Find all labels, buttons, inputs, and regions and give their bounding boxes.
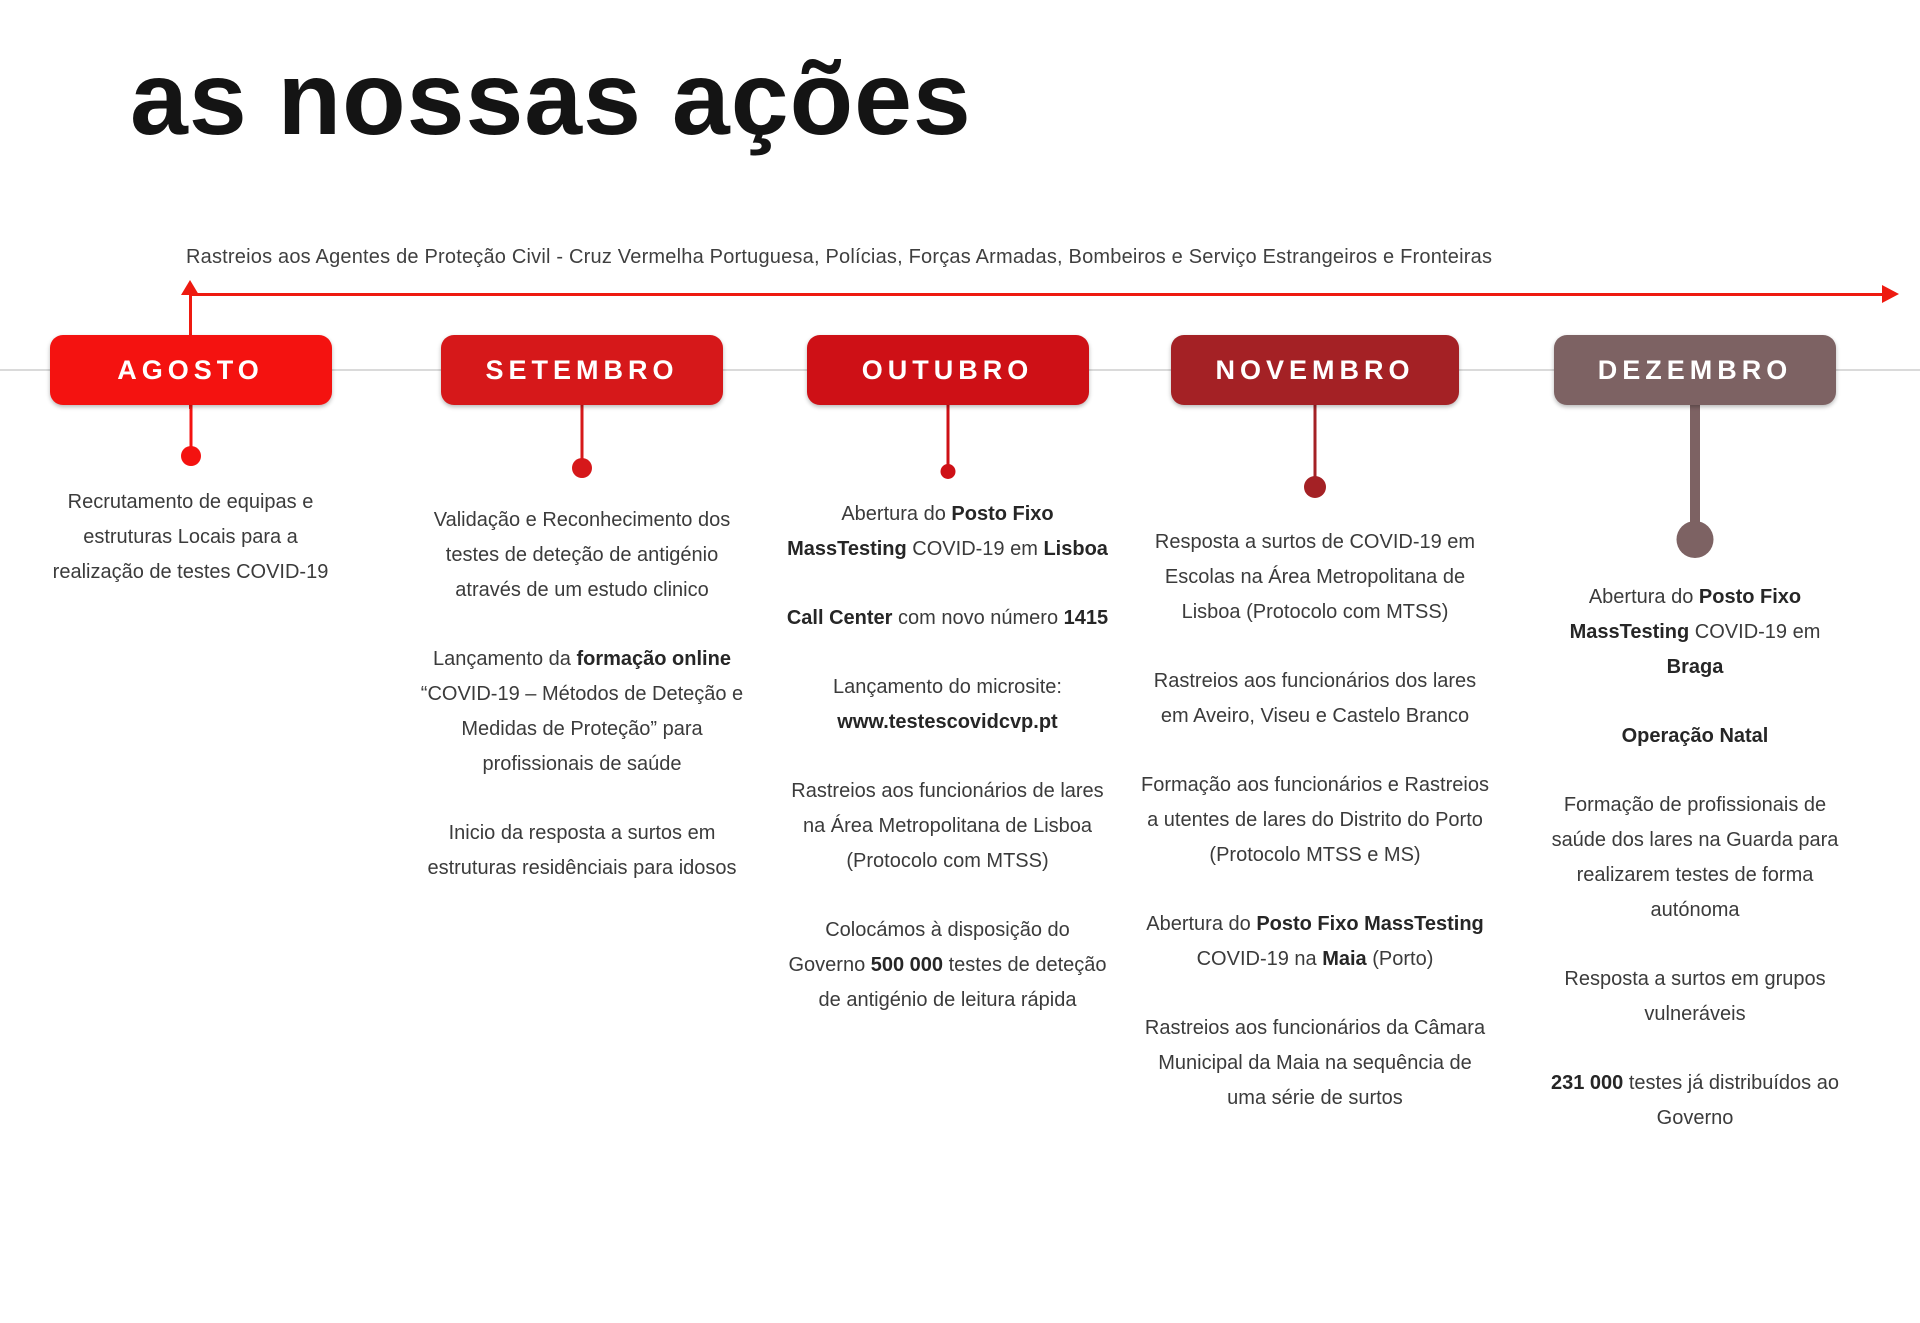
timeline-item: Inicio da resposta a surtos em estrutura…: [427, 822, 737, 879]
timeline-stem: [1313, 405, 1317, 488]
month-badge: AGOSTO: [49, 335, 332, 405]
timeline-item: 231 000 testes já distribuídos ao Govern…: [1551, 1072, 1839, 1129]
timeline-item: Resposta a surtos de COVID-19 em Escolas…: [1154, 531, 1476, 623]
month-label: OUTUBRO: [861, 354, 1034, 385]
timeline-item: Colocámos à disposição do Governo 500 00…: [788, 919, 1107, 1011]
timeline-stem: [946, 405, 949, 473]
timeline-item: Call Center com novo número 1415: [786, 607, 1109, 629]
month-label: AGOSTO: [117, 354, 264, 385]
timeline-dot: [1304, 476, 1326, 498]
timeline-item: Resposta a surtos em grupos vulneráveis: [1564, 968, 1826, 1025]
timeline-item: Formação de profissionais de saúde dos l…: [1551, 794, 1839, 921]
month-items: Resposta a surtos de COVID-19 em Escolas…: [1139, 525, 1491, 1150]
arrow-horizontal-line: [192, 293, 1884, 296]
timeline-item: Formação aos funcionários e Rastreios a …: [1141, 774, 1489, 866]
month-label: SETEMBRO: [485, 354, 679, 385]
month-badge: SETEMBRO: [441, 335, 723, 405]
timeline-item: Validação e Reconhecimento dos testes de…: [433, 509, 731, 601]
arrow-up-icon: [181, 280, 199, 295]
timeline-item: Lançamento do microsite: www.testescovid…: [832, 676, 1062, 733]
timeline-item: Rastreios aos funcionários dos lares em …: [1153, 670, 1477, 727]
timeline-dot: [572, 458, 592, 478]
page-title: as nossas ações: [130, 41, 972, 157]
timeline-item: Recrutamento de equipas e estruturas Loc…: [52, 491, 329, 583]
timeline-item: Abertura do Posto Fixo MassTesting COVID…: [1569, 586, 1821, 678]
timeline-dot: [1676, 521, 1714, 558]
timeline-item: Lançamento da formação online “COVID-19 …: [420, 648, 744, 775]
month-label: DEZEMBRO: [1597, 354, 1793, 385]
month-badge: OUTUBRO: [806, 335, 1089, 405]
month-badge: DEZEMBRO: [1554, 335, 1836, 405]
timeline-dot: [940, 464, 955, 479]
month-items: Abertura do Posto Fixo MassTesting COVID…: [785, 497, 1110, 1052]
timeline-item: Operação Natal: [1621, 725, 1769, 747]
timeline-stem: [580, 405, 584, 469]
arrow-right-icon: [1882, 285, 1899, 303]
month-items: Validação e Reconhecimento dos testes de…: [413, 503, 751, 920]
timeline-dot: [180, 446, 201, 466]
timeline-item: Abertura do Posto Fixo MassTesting COVID…: [1146, 913, 1484, 970]
timeline-item: Rastreios aos funcionários da Câmara Mun…: [1144, 1017, 1486, 1109]
timeline-item: Abertura do Posto Fixo MassTesting COVID…: [787, 503, 1108, 560]
timeline-stem: [189, 405, 192, 457]
month-items: Abertura do Posto Fixo MassTesting COVID…: [1545, 580, 1845, 1170]
timeline-stem: [1690, 405, 1700, 541]
month-label: NOVEMBRO: [1215, 354, 1415, 385]
timeline-caption: Rastreios aos Agentes de Proteção Civil …: [186, 246, 1493, 268]
timeline-item: Rastreios aos funcionários de lares na Á…: [791, 780, 1104, 872]
month-badge: NOVEMBRO: [1171, 335, 1459, 405]
month-items: Recrutamento de equipas e estruturas Loc…: [43, 485, 338, 624]
